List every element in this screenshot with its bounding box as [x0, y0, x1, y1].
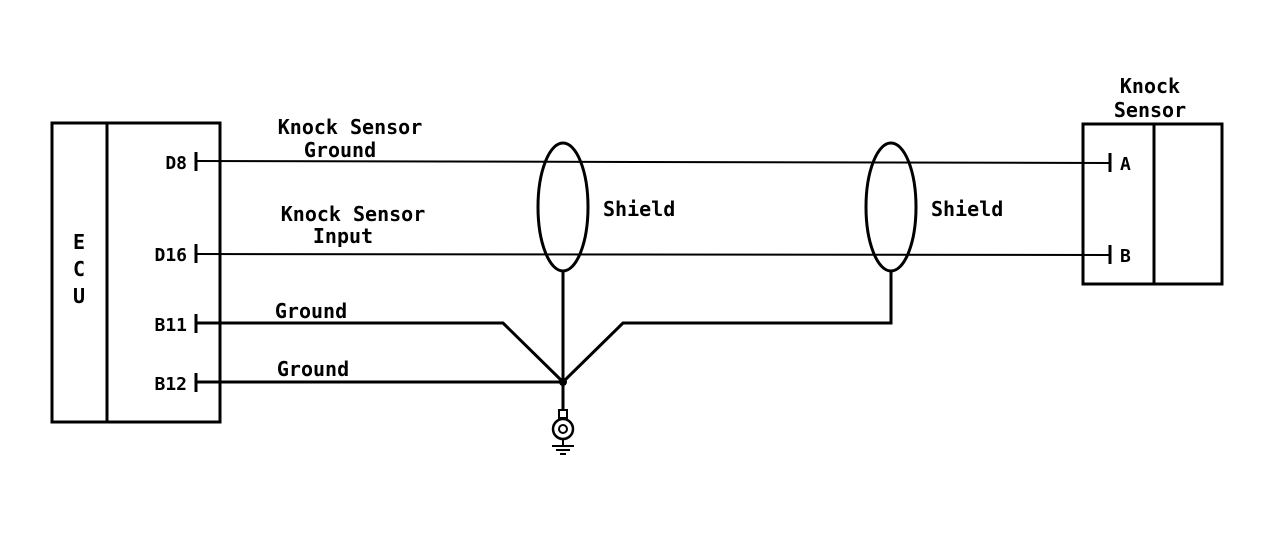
- label-knock-sensor-input-line2: Input: [313, 224, 373, 248]
- ecu-letter-c: C: [73, 257, 85, 281]
- ecu-outer-box: [50, 121, 222, 424]
- shield-label-1: Shield: [603, 197, 675, 221]
- knock-sensor-component: Knock Sensor A B: [1081, 74, 1224, 286]
- ecu-pin-d8: D8: [165, 153, 187, 174]
- wire-b11-ground: [196, 321, 565, 384]
- label-ground-b11: Ground: [275, 299, 347, 323]
- sensor-pin-b: B: [1120, 246, 1131, 267]
- ecu-pin-b11: B11: [154, 315, 187, 336]
- sensor-pin-a: A: [1120, 154, 1131, 175]
- sensor-title-line1: Knock: [1120, 74, 1180, 98]
- ecu-letter-u: U: [73, 284, 85, 308]
- label-ground-b12: Ground: [277, 357, 349, 381]
- ecu-pin-d16: D16: [154, 245, 187, 266]
- label-knock-sensor-input-line1: Knock Sensor: [281, 202, 426, 226]
- ground-icon: [551, 382, 575, 455]
- wire-d16-to-b: [195, 253, 1111, 256]
- shield-2-drain: [561, 271, 893, 384]
- ecu-module: E C U D8 D16 B11 B12: [50, 121, 222, 424]
- label-knock-sensor-ground-line1: Knock Sensor: [278, 115, 423, 139]
- label-knock-sensor-ground-line2: Ground: [304, 138, 376, 162]
- ecu-pin-b12: B12: [154, 374, 187, 395]
- shield-label-2: Shield: [931, 197, 1003, 221]
- ecu-letter-e: E: [73, 230, 85, 254]
- wire-d8-to-a: [195, 160, 1111, 164]
- sensor-title-line2: Sensor: [1114, 98, 1186, 122]
